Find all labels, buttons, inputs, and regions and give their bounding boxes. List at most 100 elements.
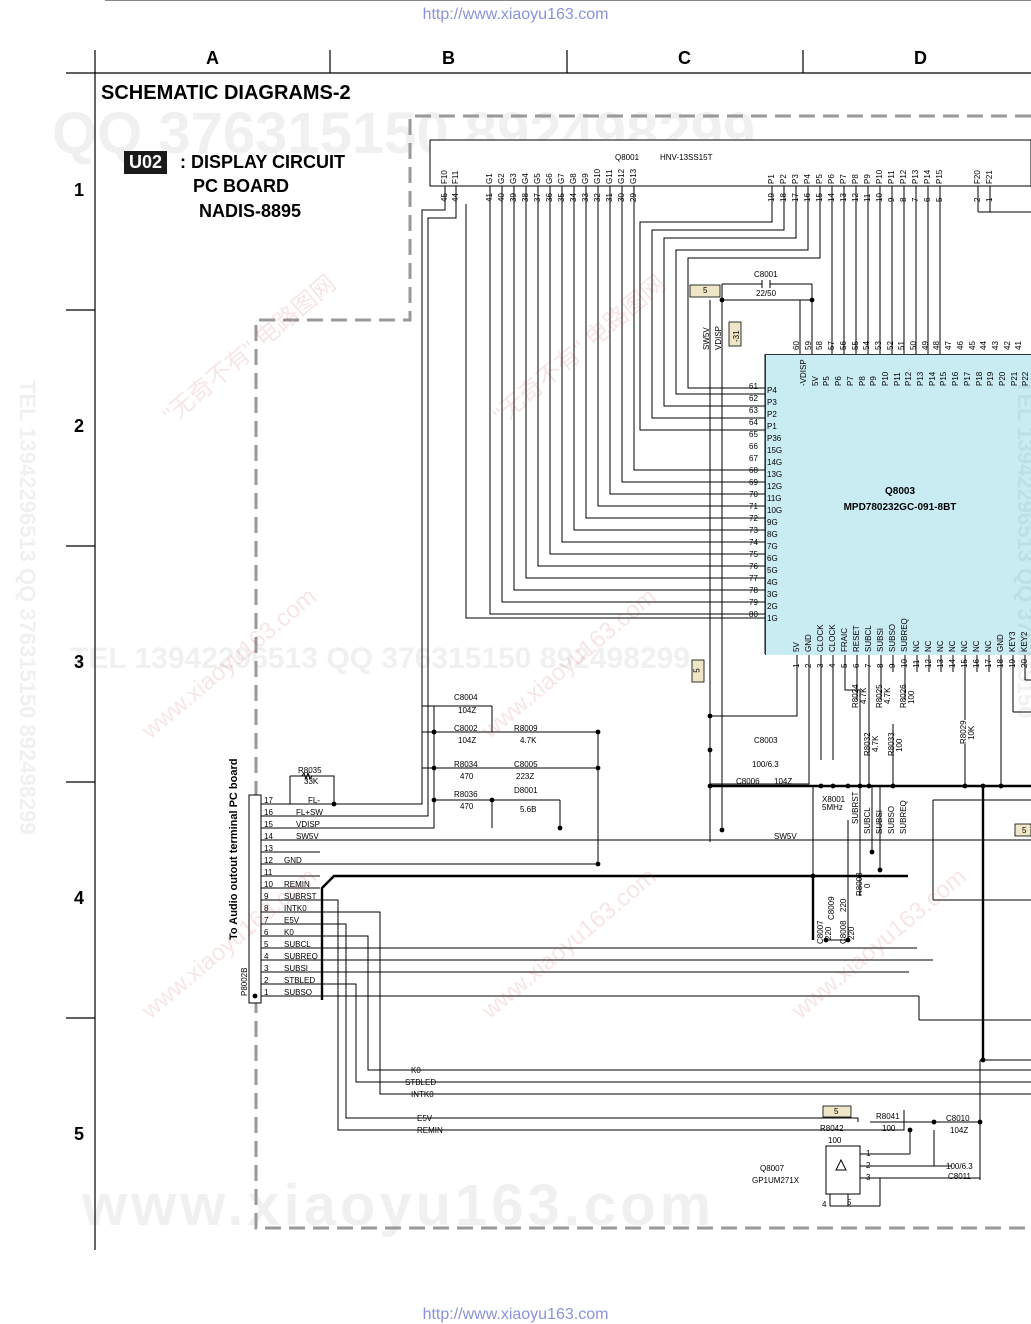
- mcu-pin-name: NC: [912, 640, 921, 652]
- mcu-pin-number: 78: [749, 586, 758, 595]
- mcu-pin-number: 71: [749, 502, 758, 511]
- sensor-pin-2: 2: [866, 1161, 871, 1170]
- mcu-pin-name: P15: [939, 371, 949, 386]
- vfd-pin-number: 45: [440, 193, 449, 202]
- mcu-pin-name: CLOCK: [828, 624, 837, 652]
- vfd-pin-number: 17: [791, 193, 800, 202]
- vfd-pin-number: 35: [557, 193, 566, 202]
- vfd-pin-name: F11: [451, 170, 460, 184]
- net-sw5v-bus: SW5V: [774, 832, 797, 841]
- mcu-pin-name: 5V: [810, 376, 820, 386]
- mcu-pin-name: NC: [984, 640, 993, 652]
- page-title: SCHEMATIC DIAGRAMS-2: [101, 82, 351, 104]
- net-remin: REMIN: [417, 1126, 443, 1135]
- model-line: NADIS-8895: [199, 201, 302, 221]
- r8042-ref: R8042: [820, 1124, 844, 1133]
- mcu-pin-name: NC: [960, 640, 969, 652]
- connector-pin-name: SUBREQ: [284, 952, 318, 961]
- mcu-pin-number: 64: [749, 418, 758, 427]
- connector-ref: P8002B: [240, 967, 249, 996]
- column-b: B: [442, 48, 455, 68]
- vfd-pin-number: 2: [973, 197, 982, 202]
- connector-pin-number: 17: [264, 796, 273, 805]
- connector-pin-name: SUBCL: [284, 940, 311, 949]
- column-c: C: [678, 48, 691, 68]
- vfd-pin-number: 31: [605, 193, 614, 202]
- mcu-pin-name: P18: [974, 371, 984, 386]
- c8003-ref: C8003: [754, 736, 778, 745]
- connector-pin-number: 6: [264, 928, 269, 937]
- connector-pin-name: INTK0: [284, 904, 307, 913]
- vfd-pin-number: 8: [899, 197, 908, 202]
- watermark-tel-right: TEL 13942296513 QQ 376315150: [1013, 380, 1031, 719]
- vfd-pin-name: P11: [887, 170, 896, 184]
- mcu-pin-number: 59: [803, 341, 813, 350]
- connector-pin-name: FL-: [308, 796, 320, 805]
- mcu-pin-name: P13: [916, 371, 925, 386]
- connector-pin-number: 1: [264, 988, 269, 997]
- connector-pin-name: SUBSI: [284, 964, 309, 973]
- mcu-pin-name: 10G: [767, 506, 783, 515]
- vfd-pin-name: P2: [779, 174, 788, 184]
- vfd-pin-name: G10: [593, 168, 602, 184]
- net-intk0: INTK0: [411, 1090, 434, 1099]
- mcu-pin-number: 67: [749, 454, 758, 463]
- mcu-pin-number: 5: [840, 663, 849, 668]
- connector-pin-number: 4: [264, 952, 269, 961]
- mcu-pin-name: 4G: [767, 578, 778, 587]
- mcu-pin-name: 15G: [767, 446, 783, 455]
- vfd-pin-name: P14: [923, 169, 932, 184]
- mcu-pin-number: 44: [979, 341, 989, 350]
- mcu-pin-number: 73: [749, 526, 758, 535]
- r8036-ref: R8036: [454, 790, 478, 799]
- connector-pin-name: SUBRST: [284, 892, 317, 901]
- connector-pin-number: 7: [264, 916, 269, 925]
- x8001-ref: X8001: [822, 795, 846, 804]
- mcu-pin-number: 16: [972, 659, 981, 668]
- mcu-pin-name: P16: [951, 371, 961, 386]
- mcu-pin-number: 58: [815, 341, 825, 350]
- connector-pin-name: STBLED: [284, 976, 316, 985]
- mcu-pin-number: 2: [804, 663, 813, 668]
- mcu-pin-number: 65: [749, 430, 758, 439]
- flag-5: 5: [1022, 826, 1027, 835]
- vfd-ref: Q8001: [615, 153, 640, 162]
- vfd-pin-number: 7: [911, 197, 920, 202]
- mcu-pin-name: P9: [869, 376, 879, 386]
- vfd-pin-name: P9: [863, 174, 872, 184]
- connector-pin-name: K0: [284, 928, 294, 937]
- connector-pin-name: VDISP: [296, 820, 321, 829]
- mcu-pin-name: FRAIC: [840, 628, 849, 652]
- r8041-ref: R8041: [876, 1112, 900, 1121]
- r8035-ref: R8035: [298, 766, 322, 775]
- connector-pin-name: SW5V: [296, 832, 319, 841]
- vfd-pin-number: 5: [935, 197, 944, 202]
- vfd-pin-name: P7: [839, 174, 848, 184]
- mcu-pin-number: 49: [920, 341, 930, 350]
- mcu-pin-number: 56: [838, 341, 848, 350]
- connector-pin-number: 11: [264, 868, 273, 877]
- d8001-val: 5.6B: [520, 805, 537, 814]
- mcu-pin-number: 8: [876, 663, 885, 668]
- c8011-val: 100/6.3: [946, 1162, 973, 1171]
- connector-pin-number: 15: [264, 820, 273, 829]
- mcu-pin-number: 52: [885, 341, 895, 350]
- mcu-pin-name: 13G: [767, 470, 783, 479]
- r8035-val: 33K: [304, 777, 319, 786]
- r8042-val: 100: [828, 1136, 842, 1145]
- vfd-pin-name: P6: [827, 174, 836, 184]
- connector-pin-number: 3: [264, 964, 269, 973]
- mcu-pin-number: 74: [749, 538, 758, 547]
- circuit-title: : DISPLAY CIRCUIT: [180, 152, 346, 172]
- vfd-pin-number: 14: [827, 193, 836, 202]
- vfd-pin-name: G1: [485, 173, 494, 184]
- mcu-pin-number: 45: [967, 341, 977, 350]
- connector-pin-name: FL+SW: [296, 808, 323, 817]
- x8001-val: 5MHz: [822, 803, 843, 812]
- mcu-pin-number: 76: [749, 562, 758, 571]
- connector-pin-name: REMIN: [284, 880, 310, 889]
- mcu-pin-number: 77: [749, 574, 758, 583]
- c8002-val: 104Z: [458, 736, 477, 745]
- vfd-pin-name: P15: [935, 169, 944, 184]
